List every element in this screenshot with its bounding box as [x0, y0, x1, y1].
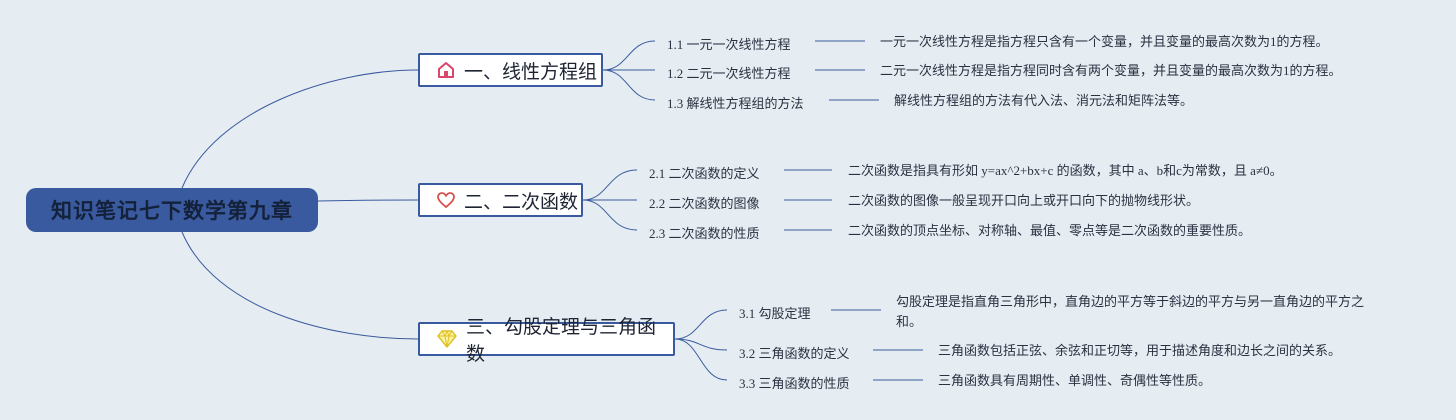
item-description: 二次函数的图像一般呈现开口向上或开口向下的抛物线形状。 — [848, 193, 1200, 208]
root-to-branch-2-line — [317, 199, 419, 202]
branch-label: 一、线性方程组 — [464, 60, 598, 83]
root-node[interactable]: 知识笔记七下数学第九章 — [26, 188, 318, 232]
branch-2-to-item-1-line — [582, 169, 638, 201]
item-description: 二元一次线性方程是指方程同时含有两个变量，并且变量的最高次数为1的方程。 — [880, 63, 1342, 78]
diamond-icon — [437, 329, 457, 348]
root-label: 知识笔记七下数学第九章 — [51, 199, 293, 223]
heart-icon — [437, 192, 455, 209]
branch-node-3[interactable]: 三、勾股定理与三角函数 — [418, 316, 675, 365]
item-description: 二次函数是指具有形如 y=ax^2+bx+c 的函数，其中 a、b和c为常数，且… — [848, 163, 1283, 178]
branch-1-to-item-3-line — [602, 69, 656, 101]
branch-node-2[interactable]: 二、二次函数 — [418, 183, 583, 217]
branch-2-to-item-3-line — [582, 199, 638, 231]
item-description: 二次函数的顶点坐标、对称轴、最值、零点等是二次函数的重要性质。 — [848, 223, 1252, 238]
item-label[interactable]: 1.3 解线性方程组的方法 — [667, 96, 804, 111]
item-description: 解线性方程组的方法有代入法、消元法和矩阵法等。 — [894, 93, 1194, 108]
branch-3-to-item-1-line — [674, 309, 728, 340]
item-label[interactable]: 2.3 二次函数的性质 — [649, 226, 760, 241]
house-icon — [438, 62, 454, 78]
branch-label: 二、二次函数 — [464, 190, 579, 213]
root-to-branch-3-line — [181, 231, 419, 340]
item-description: 勾股定理是指直角三角形中，直角边的平方等于斜边的平方与另一直角边的平方之和。 — [896, 294, 1365, 329]
root-to-branch-1-line — [181, 69, 419, 189]
item-label[interactable]: 1.1 一元一次线性方程 — [667, 37, 791, 52]
item-description: 三角函数包括正弦、余弦和正切等，用于描述角度和边长之间的关系。 — [938, 343, 1342, 358]
item-label[interactable]: 1.2 二元一次线性方程 — [667, 66, 791, 81]
branch-node-1[interactable]: 一、线性方程组 — [418, 53, 603, 87]
item-description: 三角函数具有周期性、单调性、奇偶性等性质。 — [938, 373, 1212, 388]
item-label[interactable]: 3.1 勾股定理 — [739, 306, 811, 321]
branch-1-to-item-1-line — [602, 40, 656, 71]
item-label[interactable]: 3.3 三角函数的性质 — [739, 376, 850, 391]
item-description: 一元一次线性方程是指方程只含有一个变量，并且变量的最高次数为1的方程。 — [880, 34, 1329, 49]
item-label[interactable]: 2.1 二次函数的定义 — [649, 166, 760, 181]
branch-label: 三、勾股定理与三角函数 — [466, 316, 657, 365]
item-label[interactable]: 2.2 二次函数的图像 — [649, 196, 760, 211]
item-label[interactable]: 3.2 三角函数的定义 — [739, 346, 850, 361]
branch-3-to-item-3-line — [674, 338, 728, 381]
